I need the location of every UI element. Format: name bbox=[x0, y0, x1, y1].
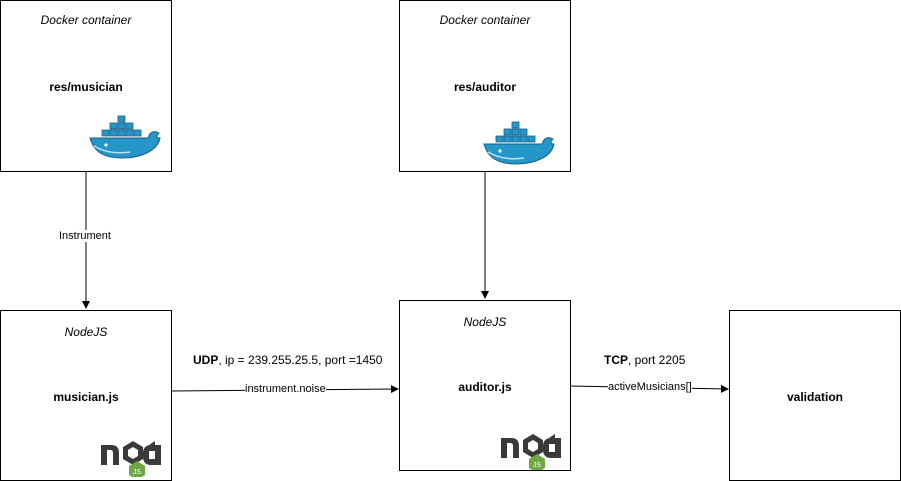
edge-tcp-label: activeMusicians[] bbox=[608, 381, 692, 393]
auditor-js-subtitle: NodeJS bbox=[463, 315, 507, 329]
edge-instrument-label: Instrument bbox=[59, 230, 111, 242]
svg-text:JS: JS bbox=[533, 462, 542, 469]
edge-udp-label: instrument.noise bbox=[245, 383, 326, 395]
tcp-protocol: TCP bbox=[604, 353, 628, 367]
musician-container-box[interactable]: Docker container res/musician bbox=[0, 0, 172, 172]
udp-protocol: UDP bbox=[193, 353, 219, 367]
musician-js-subtitle: NodeJS bbox=[64, 325, 108, 339]
svg-text:JS: JS bbox=[133, 469, 142, 476]
udp-caption: UDP, ip = 239.255.25.5, port =1450 bbox=[193, 353, 382, 367]
musician-container-title: res/musician bbox=[49, 80, 123, 94]
musician-container-subtitle: Docker container bbox=[40, 13, 132, 27]
docker-whale-icon bbox=[483, 121, 555, 165]
auditor-js-title: auditor.js bbox=[458, 380, 512, 394]
validation-title: validation bbox=[786, 390, 843, 404]
nodejs-logo: JS bbox=[501, 434, 561, 470]
udp-details: , ip = 239.255.25.5, port =1450 bbox=[218, 353, 383, 367]
auditor-container-title: res/auditor bbox=[453, 80, 516, 94]
tcp-details: , port 2205 bbox=[628, 353, 686, 367]
musician-js-box[interactable]: NodeJS musician.js bbox=[0, 310, 172, 481]
tcp-caption: TCP, port 2205 bbox=[604, 353, 685, 367]
musician-js-title: musician.js bbox=[53, 390, 119, 404]
validation-box[interactable]: validation bbox=[729, 310, 901, 481]
auditor-container-subtitle: Docker container bbox=[439, 13, 531, 27]
docker-whale-icon bbox=[89, 115, 161, 159]
nodejs-logo: JS bbox=[101, 441, 161, 477]
